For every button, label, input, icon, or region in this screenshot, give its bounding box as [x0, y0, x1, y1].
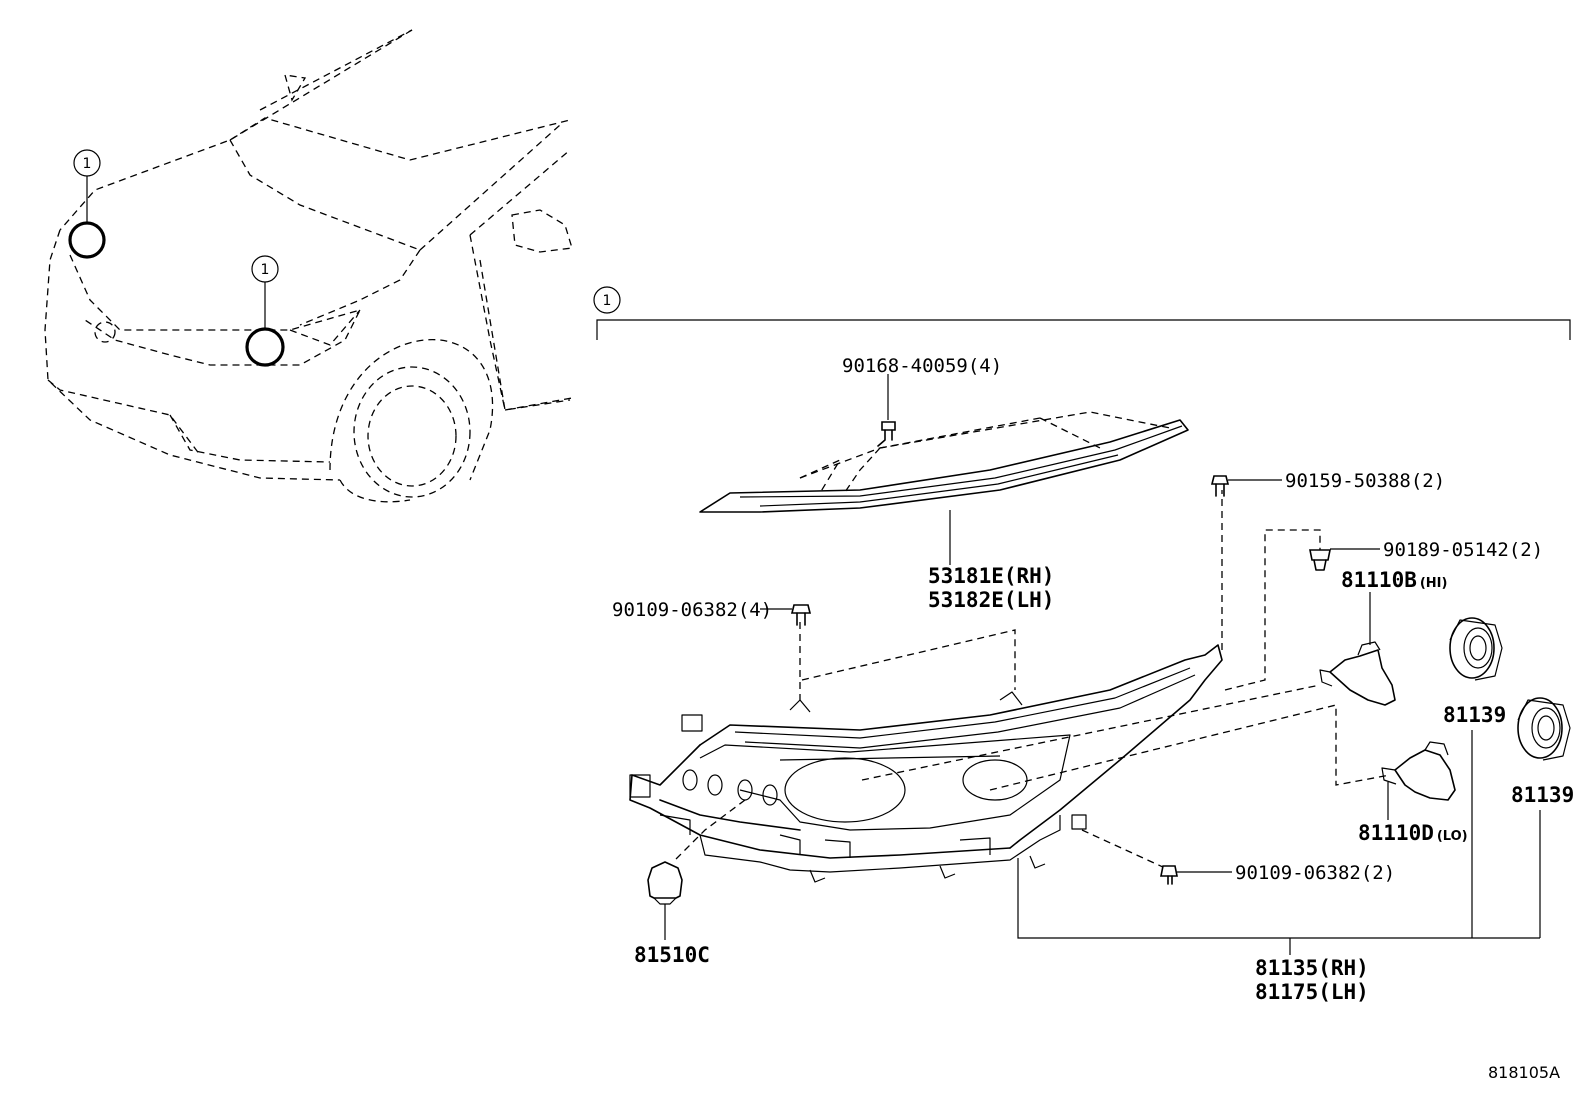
label-bulb-81510c: 81510C [634, 943, 710, 967]
callout-marker-1b [251, 255, 279, 283]
label-bulb-lo-note: (LO) [1437, 829, 1468, 844]
label-bulb-lo-part: 81110D [1358, 821, 1434, 845]
label-bulb-lo: 81110D(LO) [1358, 821, 1468, 845]
label-headlamp-lh: 81175(LH) [1255, 980, 1369, 1004]
label-screw-90168: 90168-40059(4) [842, 355, 1002, 377]
left-headlamp-location [68, 221, 106, 259]
car-front-illustration: 1 1 [44, 29, 573, 503]
label-cover-81139-a: 81139 [1443, 703, 1506, 727]
label-bulb-hi-part: 81110B [1341, 568, 1417, 592]
assembly-guide-lines [674, 490, 1391, 869]
cover-81139-b [1517, 697, 1571, 938]
label-bulb-hi-note: (HI) [1420, 576, 1448, 591]
headlamp-assembly-leader [1017, 858, 1540, 955]
headlamp-moulding [699, 411, 1189, 565]
bulb-hi [1319, 592, 1396, 706]
headlamp-housing [629, 644, 1223, 883]
bolt-90109-bottom [1160, 865, 1232, 885]
bulb-lo [1381, 741, 1456, 820]
callout-marker-1b-text: 1 [261, 262, 270, 278]
bulb-81510c [647, 861, 683, 940]
label-cover-81139-b: 81139 [1511, 783, 1574, 807]
label-headlamp-rh: 81135(RH) [1255, 956, 1369, 980]
label-bolt-90109-bottom: 90109-06382(2) [1235, 862, 1395, 884]
right-headlamp-location [245, 327, 285, 367]
label-bulb-hi: 81110B(HI) [1341, 568, 1447, 592]
assembly-callout-text: 1 [603, 293, 612, 309]
screw-90168 [877, 374, 896, 447]
label-bolt-90159: 90159-50388(2) [1285, 470, 1445, 492]
callout-marker-1a-text: 1 [83, 156, 92, 172]
label-bolt-90109-top: 90109-06382(4) [612, 599, 772, 621]
bolt-90109-top [760, 604, 812, 626]
assembly-bracket: 1 [593, 286, 1571, 340]
callout-marker-1a [73, 149, 101, 177]
label-clip-90189: 90189-05142(2) [1383, 539, 1543, 561]
clip-90189 [1309, 548, 1380, 571]
cover-81139-a [1449, 617, 1503, 938]
bolt-90159 [1210, 475, 1282, 497]
label-moulding-lh: 53182E(LH) [928, 588, 1054, 612]
figure-reference: 818105A [1488, 1063, 1560, 1082]
label-moulding-rh: 53181E(RH) [928, 564, 1054, 588]
